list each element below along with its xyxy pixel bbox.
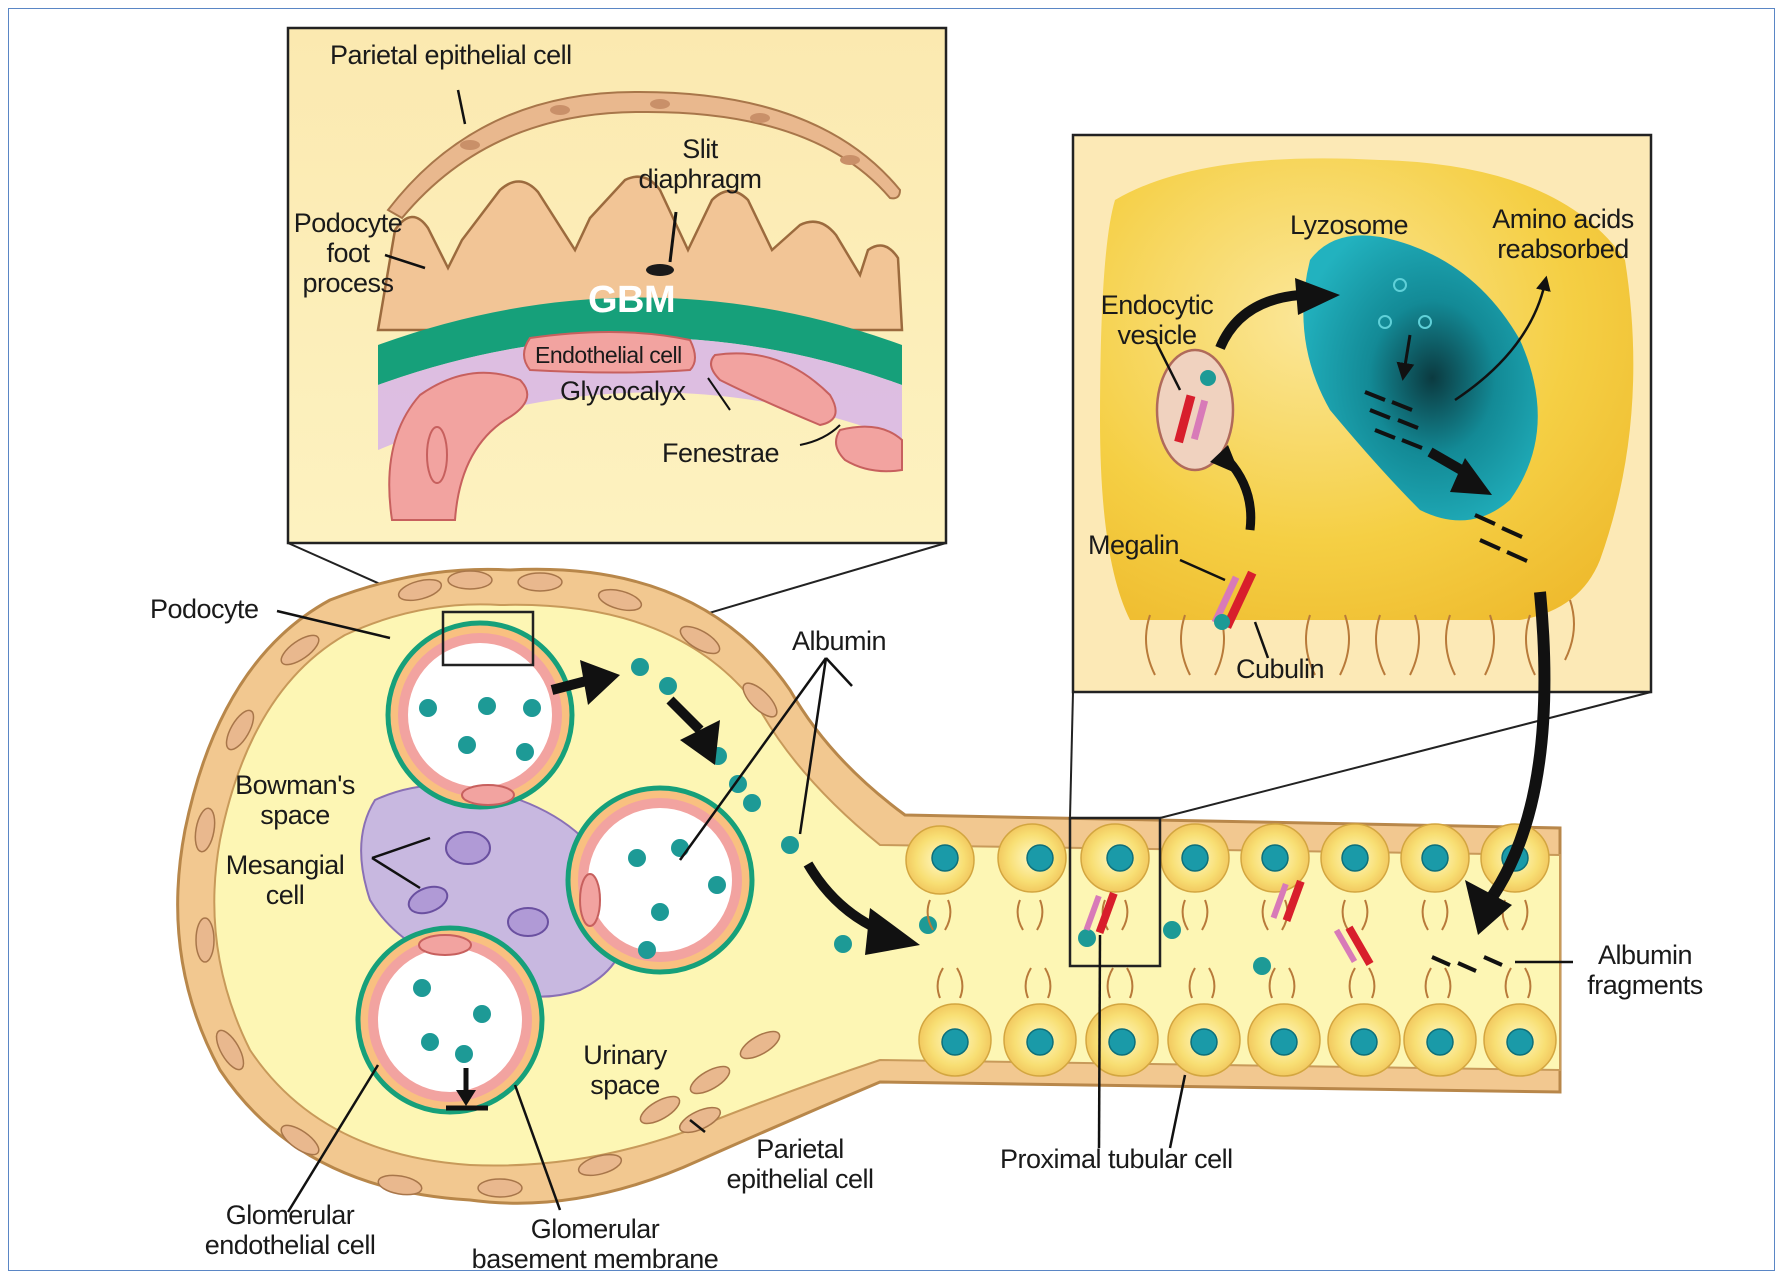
label-lyzosome: Lyzosome (1290, 210, 1408, 240)
label-parietal-epithelial-cell-top: Parietal epithelial cell (330, 40, 572, 70)
label-mesangial-cell: Mesangial cell (210, 850, 360, 910)
label-glomerular-basement-membrane: Glomerular basement membrane (460, 1214, 730, 1274)
label-mesangial-cell-line1: Mesangial (210, 850, 360, 880)
label-glomerular-endothelial-line1: Glomerular (190, 1200, 390, 1230)
label-endocytic-vesicle-line1: Endocytic (1092, 290, 1222, 320)
label-albumin-fragments: Albumin fragments (1570, 940, 1720, 1000)
label-amino-acids-line2: reabsorbed (1488, 234, 1638, 264)
label-endothelial-cell: Endothelial cell (535, 340, 682, 370)
label-slit-diaphragm-line2: diaphragm (630, 164, 770, 194)
label-bowmans-space: Bowman's space (220, 770, 370, 830)
label-urinary-space-line1: Urinary (560, 1040, 690, 1070)
label-parietal-bottom-line1: Parietal (700, 1134, 900, 1164)
label-gbm: GBM (588, 285, 675, 315)
label-endocytic-vesicle-line2: vesicle (1092, 320, 1222, 350)
label-podocyte-foot-process: Podocyte foot process (288, 208, 408, 298)
label-albumin-fragments-line1: Albumin (1570, 940, 1720, 970)
label-fenestrae: Fenestrae (662, 438, 779, 468)
label-podocyte-foot-process-line2: foot (288, 238, 408, 268)
label-amino-acids-line1: Amino acids (1488, 204, 1638, 234)
label-bowmans-space-line1: Bowman's (220, 770, 370, 800)
label-slit-diaphragm: Slit diaphragm (630, 134, 770, 194)
label-cubulin: Cubulin (1236, 654, 1324, 684)
label-podocyte: Podocyte (150, 594, 259, 624)
label-slit-diaphragm-line1: Slit (630, 134, 770, 164)
label-parietal-bottom-line2: epithelial cell (700, 1164, 900, 1194)
label-urinary-space: Urinary space (560, 1040, 690, 1100)
label-endocytic-vesicle: Endocytic vesicle (1092, 290, 1222, 350)
label-glomerular-endothelial-cell: Glomerular endothelial cell (190, 1200, 390, 1260)
label-mesangial-cell-line2: cell (210, 880, 360, 910)
label-bowmans-space-line2: space (220, 800, 370, 830)
label-gbm-full-line2: basement membrane (460, 1244, 730, 1274)
label-podocyte-foot-process-line1: Podocyte (288, 208, 408, 238)
label-gbm-full-line1: Glomerular (460, 1214, 730, 1244)
label-podocyte-foot-process-line3: process (288, 268, 408, 298)
label-proximal-tubular-cell: Proximal tubular cell (1000, 1144, 1233, 1174)
label-amino-acids-reabsorbed: Amino acids reabsorbed (1488, 204, 1638, 264)
label-megalin: Megalin (1088, 530, 1179, 560)
label-albumin-fragments-line2: fragments (1570, 970, 1720, 1000)
label-glomerular-endothelial-line2: endothelial cell (190, 1230, 390, 1260)
label-glycocalyx: Glycocalyx (560, 376, 686, 406)
label-albumin: Albumin (792, 626, 886, 656)
label-urinary-space-line2: space (560, 1070, 690, 1100)
label-parietal-epithelial-cell-bottom: Parietal epithelial cell (700, 1134, 900, 1194)
